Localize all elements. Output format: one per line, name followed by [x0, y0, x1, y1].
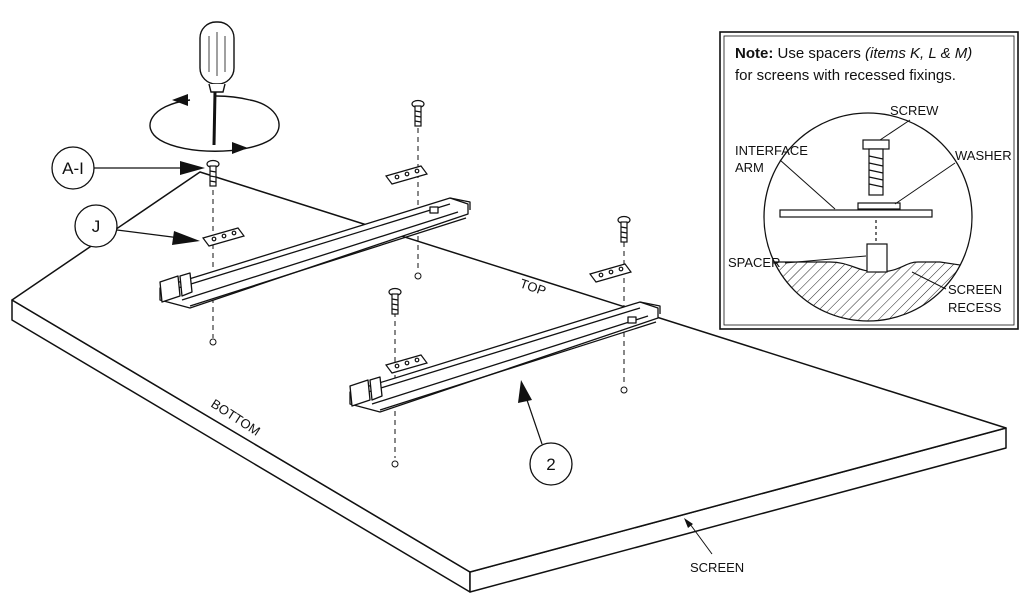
- detail-circle: [763, 112, 973, 322]
- washer-plate: [201, 227, 246, 247]
- detail-label-spacer: SPACER: [728, 255, 781, 270]
- screw: [617, 215, 631, 243]
- washer-plate: [384, 165, 429, 185]
- detail-label-recess: RECESS: [948, 300, 1002, 315]
- callout-a-i-label: A-I: [62, 159, 84, 178]
- detail-label-arm: ARM: [735, 160, 764, 175]
- note-box: Note: Use spacers (items K, L & M) for s…: [719, 31, 1019, 330]
- callout-2: 2: [518, 380, 573, 486]
- callout-j: J: [74, 204, 200, 248]
- screws: [206, 99, 631, 315]
- screw: [388, 287, 402, 315]
- screen-holes: [209, 272, 628, 468]
- interface-arm-upper: [159, 197, 471, 309]
- washer-plates: [201, 165, 633, 374]
- washer-detail: [857, 202, 901, 210]
- spacer-detail: [866, 243, 888, 273]
- detail-label-screw: SCREW: [890, 103, 939, 118]
- washer-plate: [384, 354, 429, 374]
- note-italic: (items K, L & M): [865, 45, 972, 62]
- detail-label-interface: INTERFACE: [735, 143, 808, 158]
- interface-arms: [159, 197, 661, 413]
- screwdriver-shaft: [212, 91, 217, 146]
- screwdriver: [199, 21, 235, 146]
- screw-detail: [862, 139, 890, 244]
- interface-arm-lower: [349, 301, 661, 413]
- callout-j-label: J: [92, 217, 101, 236]
- note-text: Use spacers: [773, 45, 865, 62]
- note-line-2: for screens with recessed fixings.: [735, 67, 956, 84]
- note-bold: Note:: [735, 45, 773, 62]
- callout-a-i: A-I: [51, 146, 205, 190]
- detail-label-screen: SCREEN: [948, 282, 1002, 297]
- callout-2-label: 2: [546, 455, 555, 474]
- interface-arm-plate: [779, 209, 933, 218]
- rotation-arrow: [149, 94, 280, 154]
- detail-label-washer: WASHER: [955, 148, 1012, 163]
- note-line-1: Note: Use spacers (items K, L & M): [735, 45, 972, 62]
- screw: [206, 159, 220, 187]
- label-screen: SCREEN: [690, 560, 744, 575]
- screen-leader: SCREEN: [684, 518, 744, 575]
- washer-plate: [588, 263, 633, 283]
- screw: [411, 99, 425, 127]
